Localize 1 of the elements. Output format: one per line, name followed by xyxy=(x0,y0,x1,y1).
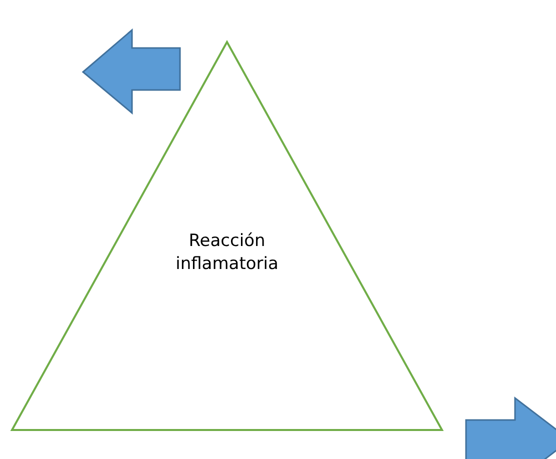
node-label: Reacción inflamatoria xyxy=(174,230,280,276)
